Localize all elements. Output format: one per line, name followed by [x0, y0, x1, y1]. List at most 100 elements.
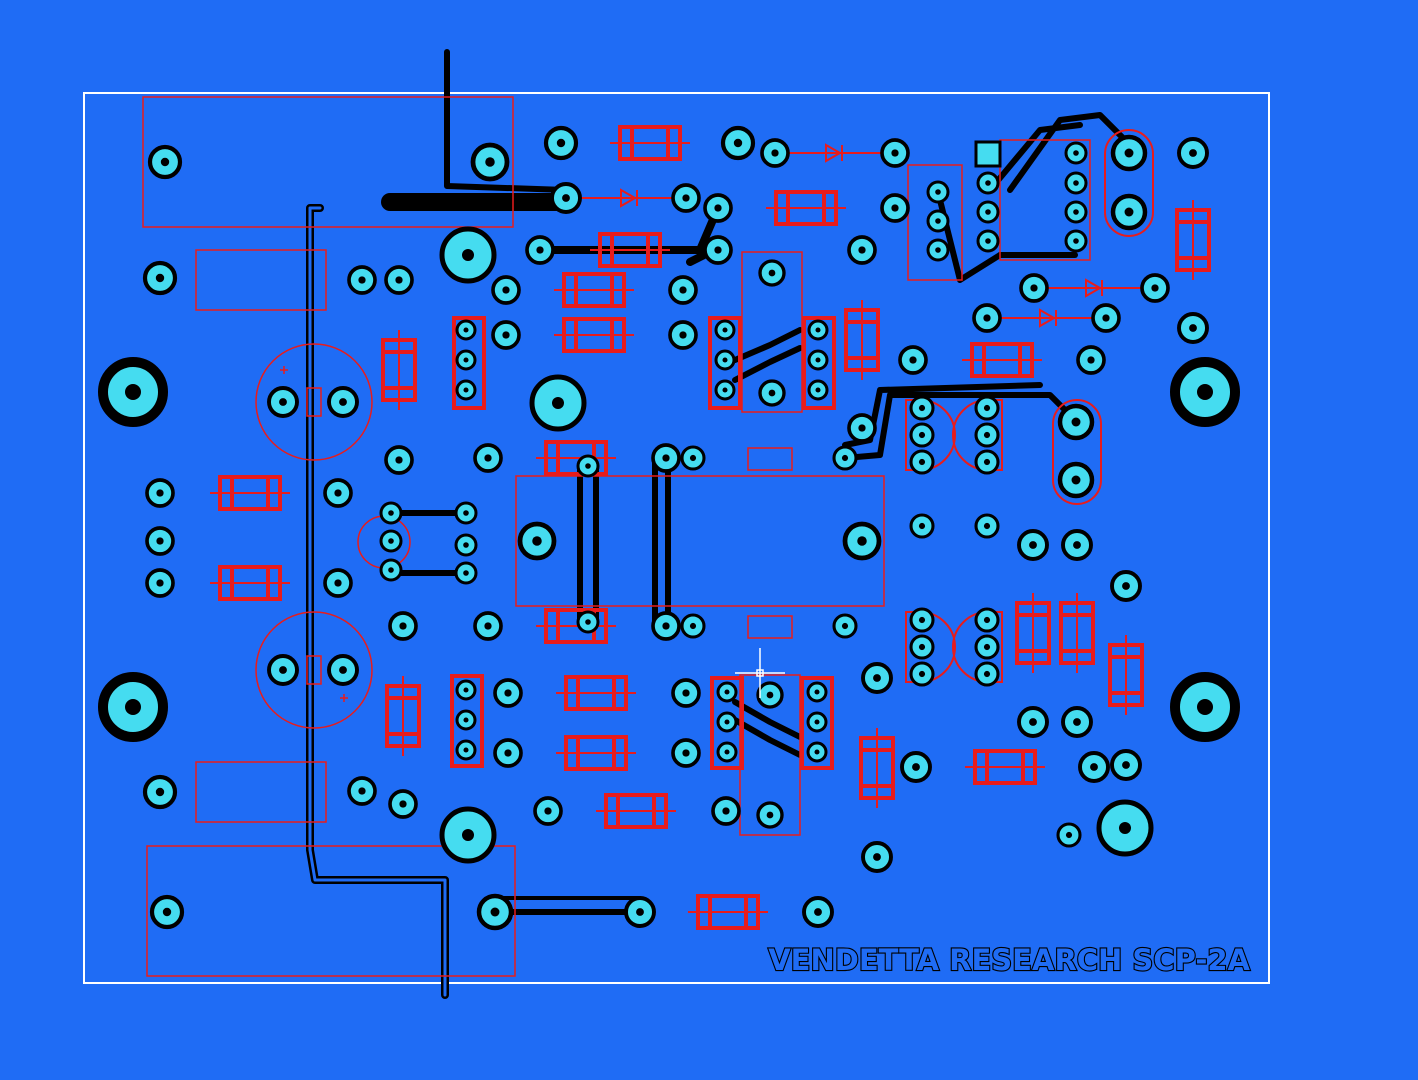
- pad[interactable]: [651, 443, 681, 473]
- pad[interactable]: [470, 142, 510, 182]
- pad[interactable]: [347, 776, 377, 806]
- pad[interactable]: [974, 607, 1000, 633]
- pad[interactable]: [898, 345, 928, 375]
- pad[interactable]: [1057, 461, 1095, 499]
- pad[interactable]: [455, 319, 477, 341]
- pad[interactable]: [861, 662, 893, 694]
- pad[interactable]: [703, 235, 733, 265]
- pad[interactable]: [1140, 273, 1170, 303]
- pad[interactable]: [1061, 706, 1093, 738]
- pad[interactable]: [267, 654, 299, 686]
- pad[interactable]: [832, 613, 858, 639]
- pad[interactable]: [145, 526, 175, 556]
- pad[interactable]: [716, 681, 738, 703]
- pad[interactable]: [147, 144, 183, 180]
- pad[interactable]: [847, 235, 877, 265]
- pad[interactable]: [323, 478, 353, 508]
- pad[interactable]: [909, 449, 935, 475]
- pad[interactable]: [909, 395, 935, 421]
- pad[interactable]: [847, 413, 877, 443]
- pad[interactable]: [758, 379, 786, 407]
- pad[interactable]: [473, 443, 503, 473]
- pad[interactable]: [716, 741, 738, 763]
- pad[interactable]: [1177, 137, 1209, 169]
- pad[interactable]: [974, 422, 1000, 448]
- pad[interactable]: [680, 445, 706, 471]
- pad[interactable]: [703, 193, 733, 223]
- pad[interactable]: [758, 259, 786, 287]
- pad[interactable]: [909, 607, 935, 633]
- pad[interactable]: [1061, 529, 1093, 561]
- pad[interactable]: [1017, 706, 1049, 738]
- pad[interactable]: [491, 320, 521, 350]
- pad[interactable]: [491, 275, 521, 305]
- pad[interactable]: [1076, 345, 1106, 375]
- pad[interactable]: [926, 238, 950, 262]
- pad[interactable]: [714, 379, 736, 401]
- pad[interactable]: [267, 386, 299, 418]
- pad[interactable]: [327, 386, 359, 418]
- pad[interactable]: [517, 521, 557, 561]
- pad[interactable]: [1017, 529, 1049, 561]
- pad[interactable]: [976, 171, 1000, 195]
- pad[interactable]: [651, 611, 681, 641]
- pad[interactable]: [1091, 303, 1121, 333]
- pad[interactable]: [1064, 229, 1088, 253]
- pin1-square-pad[interactable]: [974, 140, 1002, 168]
- pad[interactable]: [1078, 751, 1110, 783]
- pad[interactable]: [384, 265, 414, 295]
- pad[interactable]: [1177, 312, 1209, 344]
- pad[interactable]: [671, 183, 701, 213]
- pad[interactable]: [974, 395, 1000, 421]
- pad[interactable]: [347, 265, 377, 295]
- pad[interactable]: [1110, 134, 1148, 172]
- pad[interactable]: [379, 501, 403, 525]
- pad[interactable]: [493, 678, 523, 708]
- pad[interactable]: [806, 741, 828, 763]
- pad[interactable]: [760, 138, 790, 168]
- pad[interactable]: [976, 229, 1000, 253]
- pad[interactable]: [714, 319, 736, 341]
- pad[interactable]: [543, 125, 579, 161]
- pad[interactable]: [455, 349, 477, 371]
- pad[interactable]: [1057, 403, 1095, 441]
- pad[interactable]: [909, 661, 935, 687]
- pad[interactable]: [493, 738, 523, 768]
- pad[interactable]: [842, 521, 882, 561]
- pad[interactable]: [1064, 200, 1088, 224]
- pad[interactable]: [756, 681, 784, 709]
- pad[interactable]: [806, 681, 828, 703]
- pad[interactable]: [473, 611, 503, 641]
- pad[interactable]: [379, 529, 403, 553]
- pad[interactable]: [525, 235, 555, 265]
- pad[interactable]: [624, 896, 656, 928]
- pad[interactable]: [327, 654, 359, 686]
- pad[interactable]: [716, 711, 738, 733]
- pad[interactable]: [671, 678, 701, 708]
- pad[interactable]: [926, 209, 950, 233]
- pad[interactable]: [909, 634, 935, 660]
- pad[interactable]: [323, 568, 353, 598]
- pad[interactable]: [974, 513, 1000, 539]
- pad[interactable]: [668, 320, 698, 350]
- pad[interactable]: [1064, 171, 1088, 195]
- pad[interactable]: [880, 193, 910, 223]
- pad[interactable]: [807, 379, 829, 401]
- pad[interactable]: [720, 125, 756, 161]
- pad[interactable]: [576, 610, 600, 634]
- pad[interactable]: [1110, 749, 1142, 781]
- pad[interactable]: [149, 894, 185, 930]
- pad[interactable]: [576, 454, 600, 478]
- pad[interactable]: [454, 561, 478, 585]
- pad[interactable]: [550, 182, 582, 214]
- pad[interactable]: [832, 445, 858, 471]
- pad[interactable]: [974, 449, 1000, 475]
- pad[interactable]: [711, 796, 741, 826]
- pad[interactable]: [1110, 193, 1148, 231]
- pad[interactable]: [974, 661, 1000, 687]
- pad[interactable]: [806, 711, 828, 733]
- pad[interactable]: [388, 611, 418, 641]
- pad[interactable]: [1019, 273, 1049, 303]
- pad[interactable]: [807, 319, 829, 341]
- pad[interactable]: [455, 679, 477, 701]
